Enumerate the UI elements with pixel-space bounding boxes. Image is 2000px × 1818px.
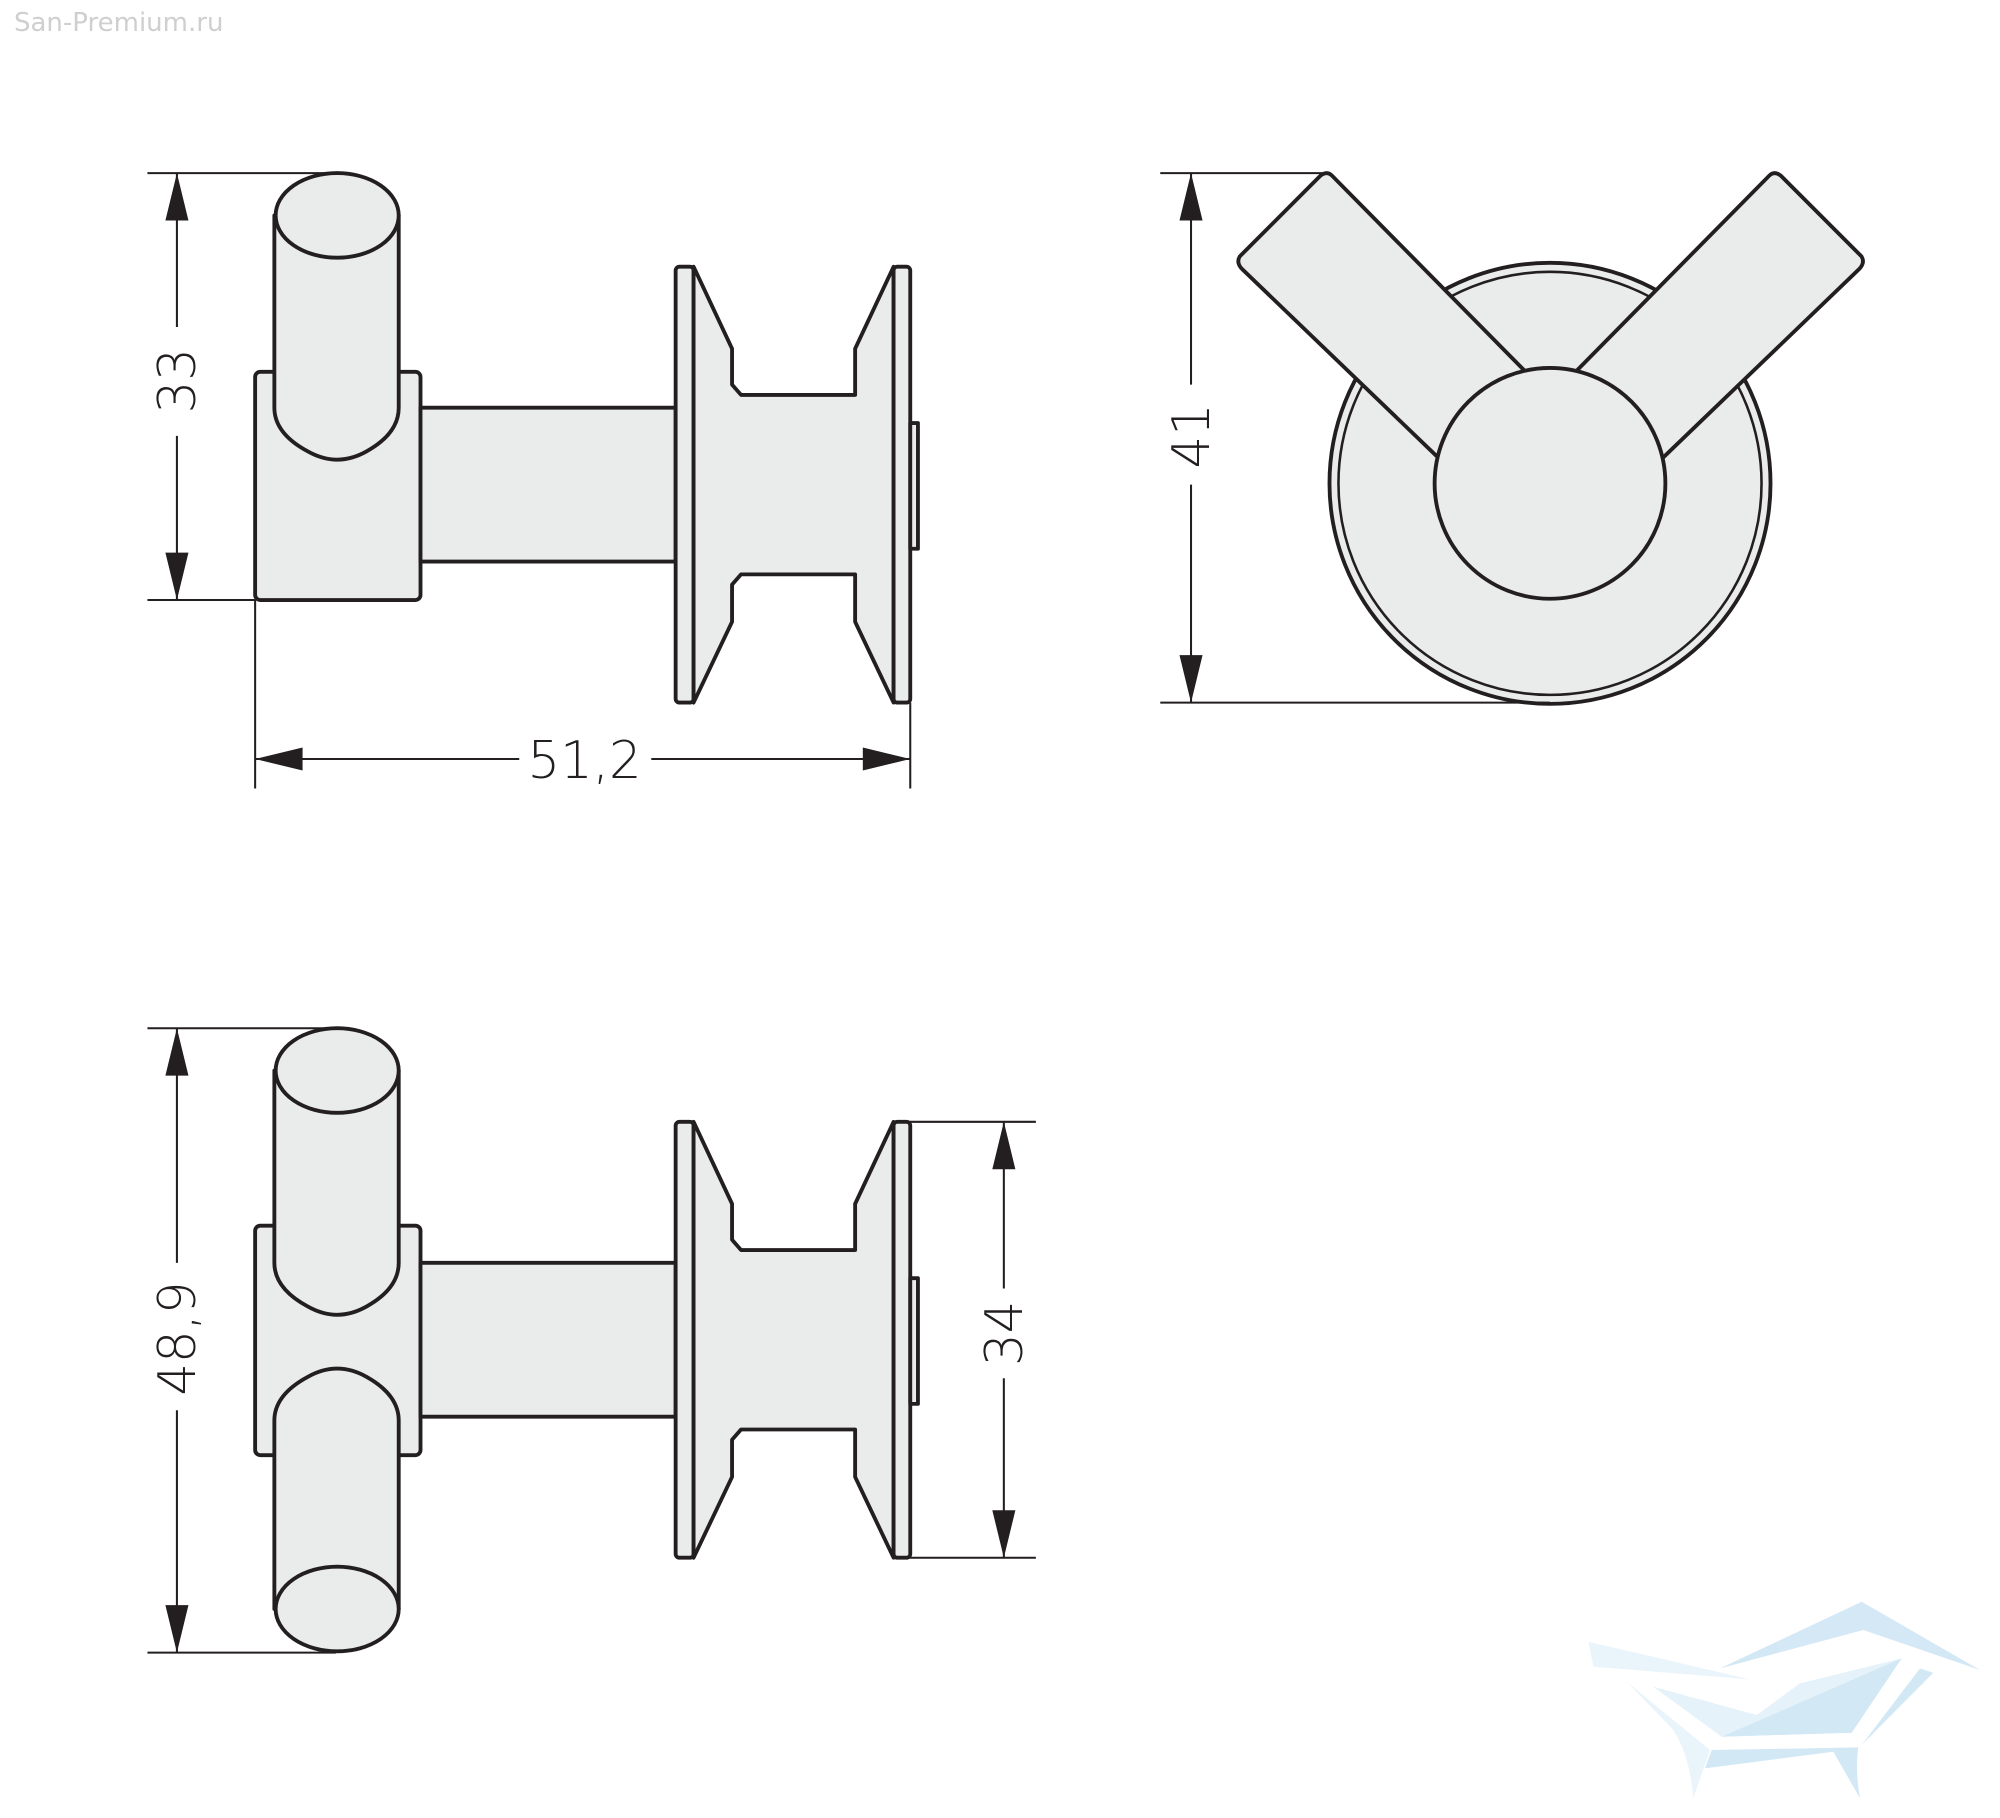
dim-side-height: 33 xyxy=(148,348,208,413)
dim-double-height: 48,9 xyxy=(148,1281,208,1395)
dim-flange-height: 34 xyxy=(975,1301,1035,1366)
side-view-single: 33 51,2 xyxy=(147,171,920,791)
dim-side-width: 51,2 xyxy=(528,731,642,791)
dim-front-height: 41 xyxy=(1162,403,1222,468)
watermark-text: San-Premium.ru xyxy=(14,8,224,38)
front-view: 41 xyxy=(1160,171,1865,706)
side-view-double: 48,9 34 xyxy=(147,1026,1036,1654)
brand-logo xyxy=(1588,1601,1980,1799)
